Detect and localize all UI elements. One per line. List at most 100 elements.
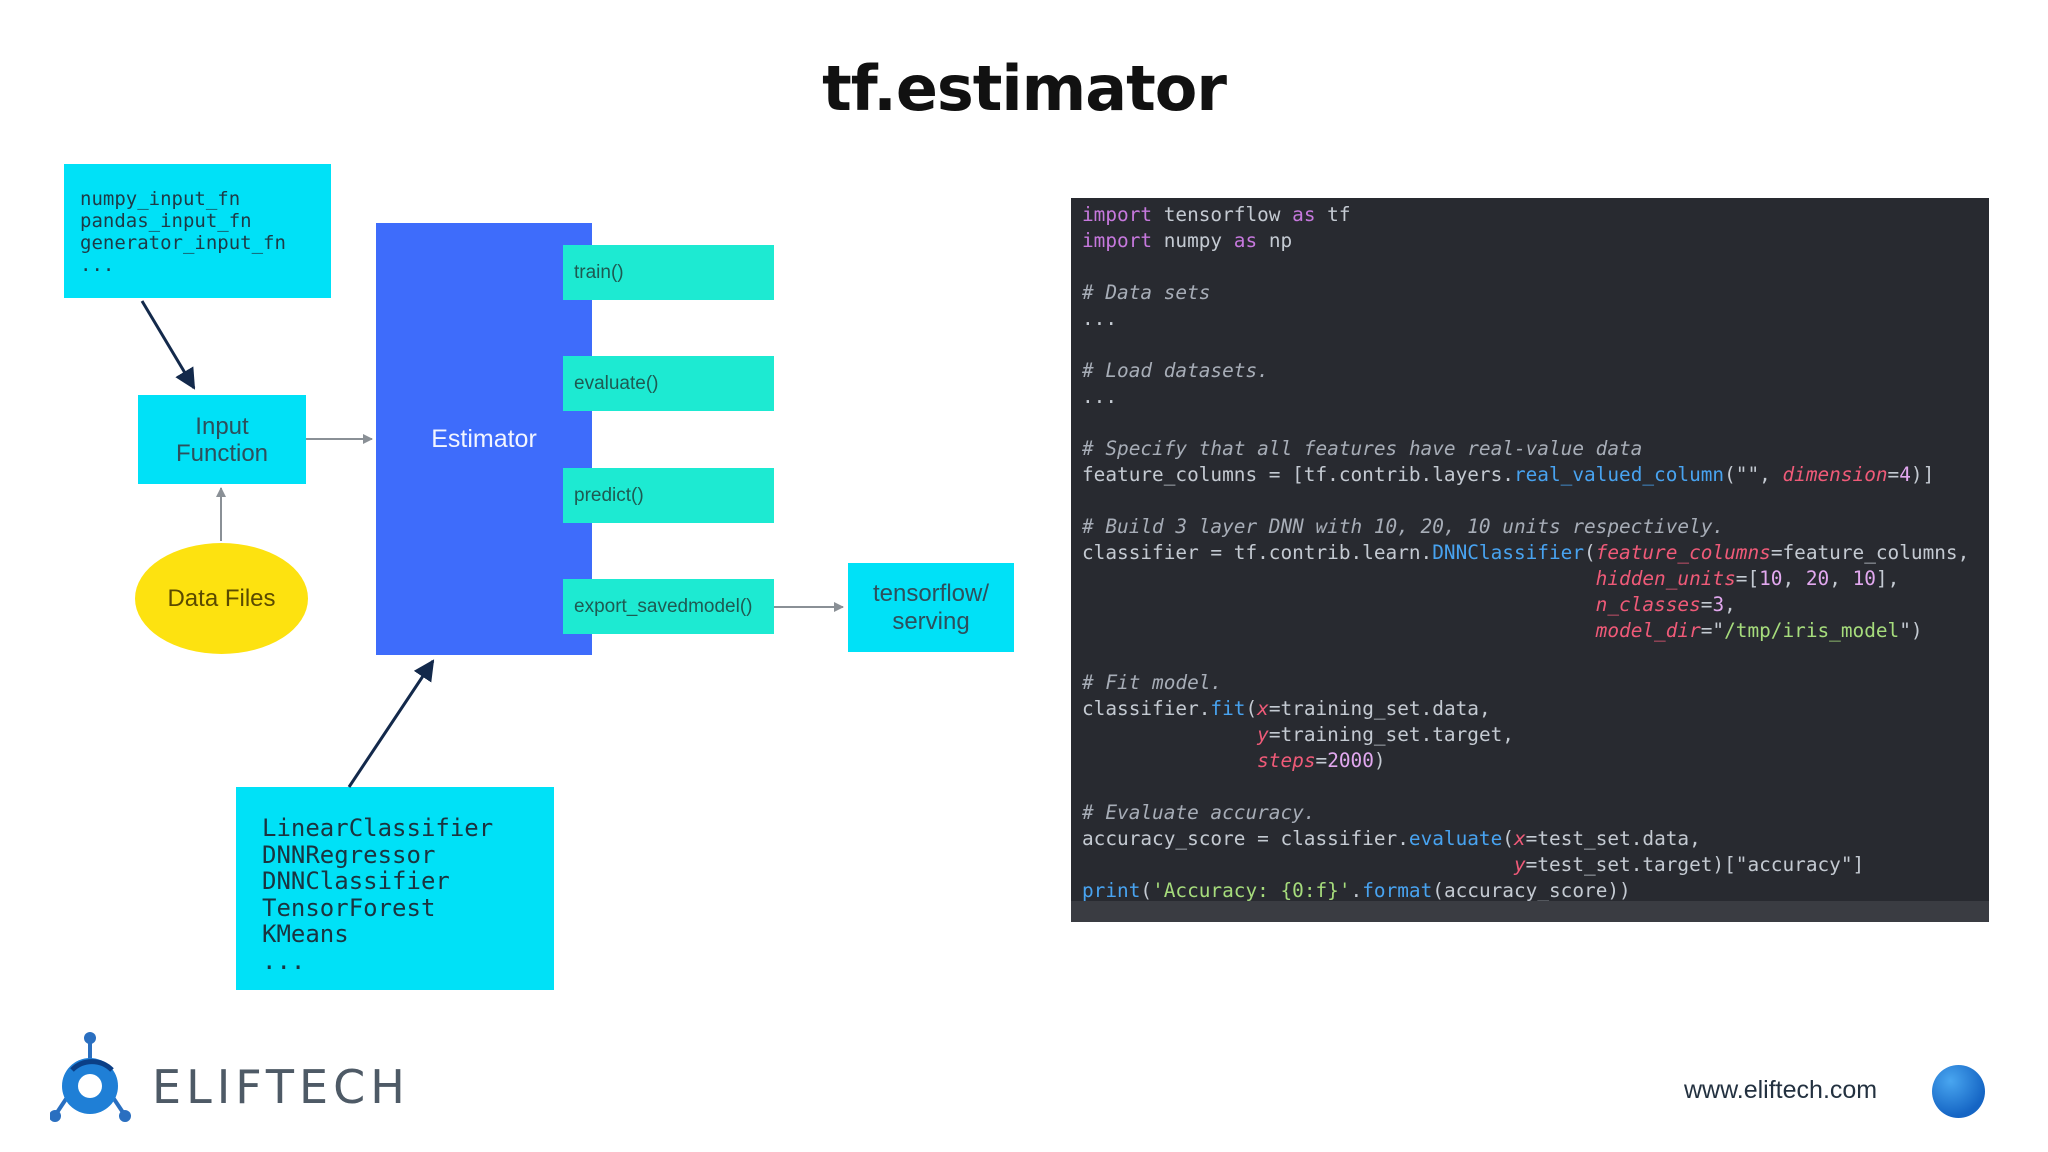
serving-box: tensorflow/ serving [848,563,1014,652]
code-token: y [1257,723,1269,746]
code-token: 4 [1899,463,1911,486]
code-token [1082,723,1257,746]
code-token: =feature_columns, [1770,541,1970,564]
input-fn-item: ... [80,254,115,276]
input-function-label: Input Function [175,412,269,467]
code-line: model_dir="/tmp/iris_model") [1082,618,1989,644]
code-line: feature_columns = [tf.contrib.layers.rea… [1082,462,1989,488]
code-line: classifier = tf.contrib.learn.DNNClassif… [1082,540,1989,566]
code-line [1082,254,1989,280]
code-token: ... [1082,307,1118,330]
code-token: # Evaluate accuracy. [1082,801,1316,824]
code-token: n_classes [1595,593,1701,616]
code-token: classifier = tf.contrib.learn. [1082,541,1433,564]
code-token: ( [1584,541,1596,564]
code-token [1082,567,1596,590]
estimator-list-item: TensorForest [262,893,436,922]
code-token: 20 [1805,567,1830,590]
method-label: evaluate() [574,372,659,394]
input-fn-item: generator_input_fn [80,232,286,254]
code-line [1082,332,1989,358]
code-token: =training_set.target, [1268,723,1514,746]
code-token: /tmp/iris_model [1724,619,1900,642]
method-evaluate-box: evaluate() [563,356,774,411]
code-token: =test_set.target)["accuracy"] [1525,853,1865,876]
code-token: 10 [1852,567,1876,590]
code-token: numpy [1152,229,1234,252]
code-line: # Specify that all features have real-va… [1082,436,1989,462]
code-token: as [1292,203,1316,226]
code-line [1082,488,1989,514]
code-line: y=test_set.target)["accuracy"] [1082,852,1989,878]
code-token: dimension [1782,463,1888,486]
input-fn-item: pandas_input_fn [80,210,252,232]
decorative-dot [1932,1065,1985,1118]
code-token: import [1082,229,1153,252]
code-token: # Load datasets. [1082,359,1269,382]
code-token: ( [1502,827,1514,850]
code-line: # Evaluate accuracy. [1082,800,1989,826]
code-token: feature_columns [1595,541,1771,564]
arrow-input-list-to-input-function [140,300,196,390]
code-line: y=training_set.target, [1082,722,1989,748]
code-token: 3 [1712,593,1725,616]
estimator-list-box: LinearClassifier DNNRegressor DNNClassif… [236,787,554,990]
arrow-estimator-list-to-estimator [347,659,435,788]
code-token: # Build 3 layer DNN with 10, 20, 10 unit… [1082,515,1725,538]
code-token: ) [1373,749,1386,772]
code-token: (accuracy_score)) [1432,879,1631,902]
code-token: DNNClassifier [1432,541,1584,564]
code-token [1082,593,1596,616]
code-token: accuracy_score = classifier. [1082,827,1409,850]
code-token: )] [1910,463,1935,486]
code-line [1082,410,1989,436]
code-token: = [1315,749,1328,772]
method-export-box: export_savedmodel() [563,579,774,634]
website-link[interactable]: www.eliftech.com [1684,1076,1878,1104]
code-token: import [1082,203,1153,226]
estimator-list-item: ... [262,946,306,975]
code-token [1082,853,1514,876]
code-token: model_dir [1595,619,1701,642]
code-token: ( [1245,697,1258,720]
code-line: classifier.fit(x=training_set.data, [1082,696,1989,722]
code-token: ], [1875,567,1900,590]
code-token: =" [1700,619,1725,642]
estimator-list-item: DNNRegressor [262,840,436,869]
code-token: ( [1140,879,1153,902]
method-predict-box: predict() [563,468,774,523]
code-token: hidden_units [1595,567,1736,590]
code-token: print [1082,879,1141,902]
data-files-label: Data Files [167,584,276,612]
code-line: # Data sets [1082,280,1989,306]
code-token [1082,749,1257,772]
code-token [1082,619,1596,642]
data-files-ellipse: Data Files [135,543,308,654]
estimator-list-item: KMeans [262,920,349,948]
code-line: # Load datasets. [1082,358,1989,384]
code-token: # Data sets [1082,281,1211,304]
code-token: ... [1082,385,1118,408]
code-token: steps [1257,749,1316,772]
code-line: # Fit model. [1082,670,1989,696]
eliftech-logo-icon [50,1032,131,1122]
code-line: hidden_units=[10, 20, 10], [1082,566,1989,592]
code-line: accuracy_score = classifier.evaluate(x=t… [1082,826,1989,852]
code-token: x [1257,697,1269,720]
code-token: , [1829,567,1853,590]
code-token: ("", [1724,463,1783,486]
code-token: , [1724,593,1736,616]
code-token: =training_set.data, [1268,697,1491,720]
estimator-list-item: DNNClassifier [262,867,450,895]
serving-label: tensorflow/ serving [872,579,990,635]
code-token: ") [1899,619,1923,642]
method-label: export_savedmodel() [574,595,753,617]
code-token: 'Accuracy: {0:f}' [1152,879,1351,902]
code-token: tensorflow [1152,203,1293,226]
code-token: evaluate [1408,827,1503,850]
code-token: feature_columns = [tf.contrib.layers. [1082,463,1514,486]
code-line: import numpy as np [1082,228,1989,254]
input-fn-list-box: numpy_input_fn pandas_input_fn generator… [64,164,331,298]
code-scrollbar[interactable] [1071,901,1989,922]
code-token: classifier. [1082,697,1211,720]
